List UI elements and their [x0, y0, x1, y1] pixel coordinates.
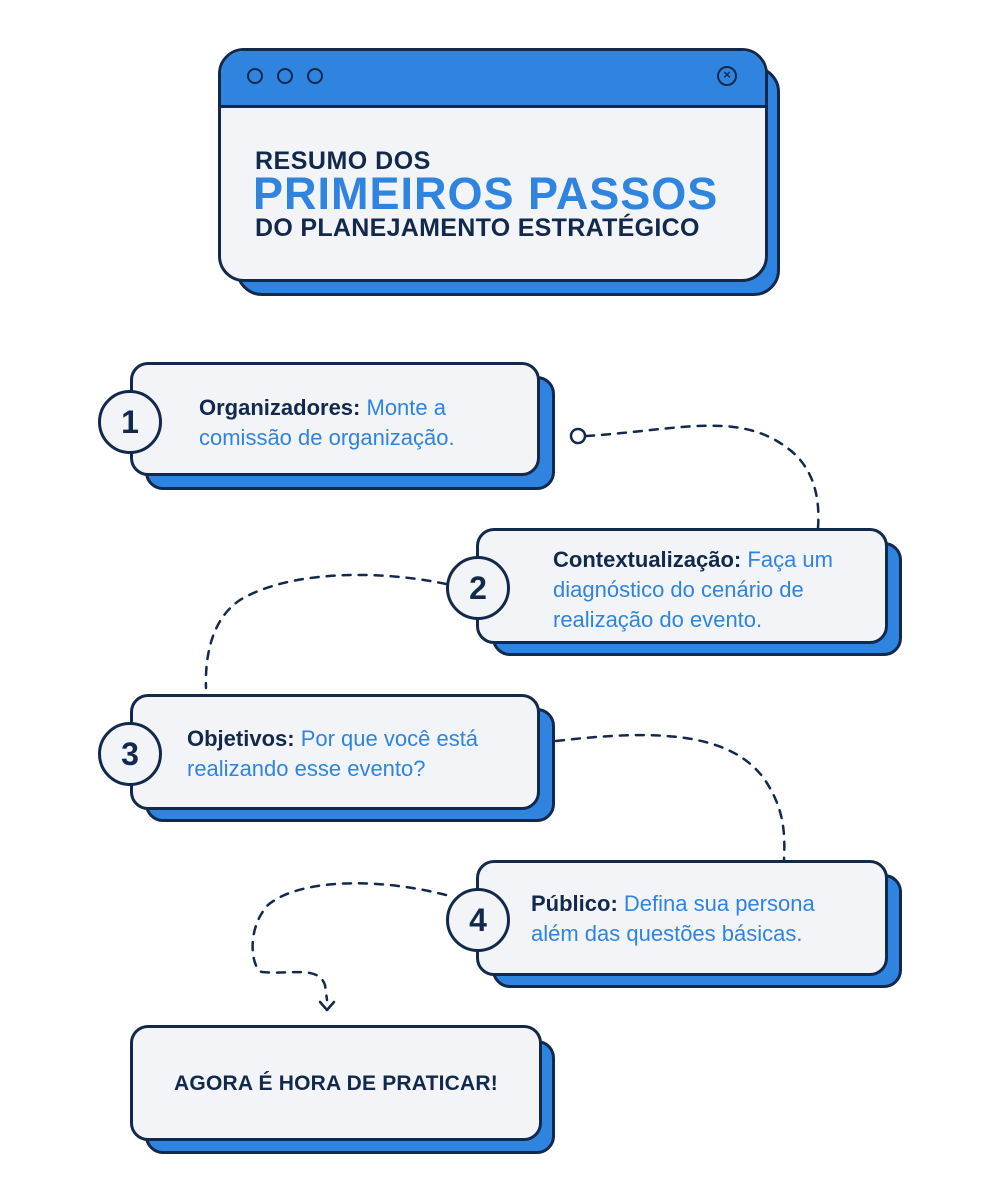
step-2-number: 2: [446, 556, 510, 620]
step-4-card: Público: Defina sua persona além das que…: [476, 860, 888, 976]
step-3-number: 3: [98, 722, 162, 786]
title-line-2: PRIMEIROS PASSOS: [253, 168, 719, 219]
step-2-description: Faça um diagnóstico do cenário de realiz…: [553, 547, 833, 632]
step-1-description: Monte a comissão de organização.: [199, 395, 455, 450]
final-card: AGORA É HORA DE PRATICAR!: [130, 1025, 542, 1141]
step-1-text: Organizadores: Monte a comissão de organ…: [199, 393, 519, 453]
window-titlebar: ×: [221, 51, 765, 108]
close-icon: ×: [717, 66, 737, 86]
connector-1-2: [584, 424, 820, 530]
step-1-label: Organizadores:: [199, 395, 361, 420]
header-window: × RESUMO DOS PRIMEIROS PASSOS DO PLANEJA…: [218, 48, 768, 282]
title-line-3: DO PLANEJAMENTO ESTRATÉGICO: [255, 214, 700, 242]
connector-4-final: [251, 882, 448, 1002]
step-3-text: Objetivos: Por que você está realizando …: [187, 724, 507, 784]
step-4-description: Defina sua persona além das questões bás…: [531, 891, 815, 946]
step-2-text: Contextualização: Faça um diagnóstico do…: [553, 545, 863, 635]
step-4-number: 4: [446, 888, 510, 952]
step-3-label: Objetivos:: [187, 726, 295, 751]
step-4-label: Público:: [531, 891, 618, 916]
step-2-card: Contextualização: Faça um diagnóstico do…: [476, 528, 888, 644]
step-1-card: Organizadores: Monte a comissão de organ…: [130, 362, 540, 476]
final-message: AGORA É HORA DE PRATICAR!: [174, 1072, 498, 1095]
step-2-label: Contextualização:: [553, 547, 742, 572]
connector-3-4: [554, 733, 786, 862]
step-1-number: 1: [98, 390, 162, 454]
connector-start-dot: [569, 427, 587, 445]
connector-2-3: [204, 573, 448, 690]
title-line-1: RESUMO DOS: [255, 147, 431, 175]
step-4-text: Público: Defina sua persona além das que…: [531, 889, 861, 949]
window-dot-icon: [247, 68, 263, 84]
window-dot-icon: [277, 68, 293, 84]
step-3-description: Por que você está realizando esse evento…: [187, 726, 479, 781]
arrow-down-icon: [318, 1000, 336, 1012]
step-3-card: Objetivos: Por que você está realizando …: [130, 694, 540, 810]
window-dot-icon: [307, 68, 323, 84]
